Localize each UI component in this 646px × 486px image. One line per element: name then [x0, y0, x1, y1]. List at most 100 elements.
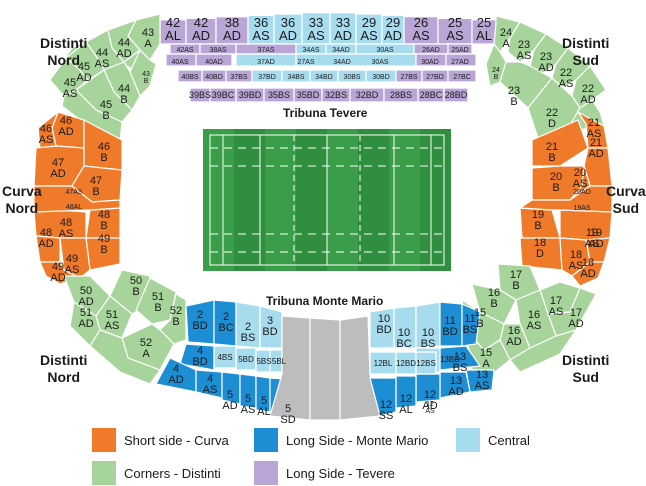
section-label-part: 42 [194, 15, 208, 30]
section-label-part: AD [222, 400, 237, 412]
section-label-part: AS [105, 320, 120, 332]
area-title-curva-sud: Curva Sud [606, 183, 646, 217]
legend-swatch [254, 428, 278, 452]
section-label-part: 37BD [258, 74, 276, 81]
section-label-part: B [552, 182, 559, 194]
section-label-part: AD [568, 318, 583, 330]
section-label-part: 22 [560, 67, 572, 79]
press-area-center [309, 317, 341, 421]
section-label-part: 29 [362, 15, 376, 30]
section-label-part: AS [59, 228, 74, 240]
section-label-part: AD [116, 48, 131, 60]
section-label-part: B [494, 74, 499, 81]
section-label-part: 49 [66, 253, 78, 265]
section-label-part: B [120, 94, 127, 106]
section-label-part: AD [384, 28, 402, 43]
section-label-part: 12BD [396, 359, 416, 368]
section-label-part: 15 [480, 347, 492, 359]
section-18ad[interactable] [571, 261, 605, 287]
section-12ss[interactable] [369, 377, 397, 417]
section-label-part: 5 [261, 395, 267, 407]
section-label: 48AL [66, 204, 82, 211]
section-label-part: 45 [78, 61, 90, 73]
section-label-part: BS [463, 324, 478, 336]
section-label-part: 10 [422, 327, 434, 339]
section-label-part: 21 [546, 141, 558, 153]
section-label-part: 43 [142, 27, 154, 39]
section-label-part: AS [587, 128, 602, 140]
section-46as[interactable] [37, 110, 60, 149]
section-20ad-19as[interactable] [518, 185, 613, 213]
legend-item-distinti[interactable]: Corners - Distinti [92, 461, 221, 485]
section-label-part: B [100, 220, 107, 232]
legend-label: Central [488, 432, 530, 448]
section-label-part: 28BD [445, 90, 468, 100]
section-47as-48al[interactable] [33, 185, 121, 213]
legend-item-curva[interactable]: Short side - Curva [92, 428, 229, 452]
area-title-line: Nord [47, 52, 81, 68]
section-label-part: 27AD [451, 59, 469, 66]
section-label-part: 19 [590, 227, 602, 239]
section-label-part: 12 [380, 399, 392, 411]
section-27bc[interactable] [447, 69, 477, 83]
section-label-part: AD [506, 336, 521, 348]
section-label: 5BL [272, 357, 287, 366]
legend-item-central[interactable]: Central [456, 428, 530, 452]
section-label: 40AS [171, 59, 188, 66]
section-label-part: 39BD [239, 90, 262, 100]
section-label-part: 17 [510, 269, 522, 281]
section-label-part: 19 [586, 227, 598, 239]
section-49as[interactable] [59, 237, 91, 279]
section-label-part: 13BD [440, 355, 460, 364]
section-label-part: BD [442, 326, 457, 338]
legend-item-monte-mario[interactable]: Long Side - Monte Mario [254, 428, 428, 452]
section-4bd[interactable] [179, 343, 215, 371]
section-label-part: AD [78, 296, 93, 308]
section-label-part: 52 [170, 305, 182, 317]
legend-item-tevere[interactable]: Long Side - Tevere [254, 461, 395, 485]
section-row3-1[interactable] [195, 53, 233, 67]
section-row3-5[interactable] [445, 53, 477, 67]
section-label-part: 42AS [176, 47, 193, 54]
section-21b[interactable] [531, 119, 589, 167]
section-16b[interactable] [471, 283, 517, 325]
section-label-part: 11 [444, 315, 455, 327]
section-label-part: 13 [450, 375, 462, 387]
section-12bs[interactable] [415, 351, 437, 375]
section-label-part: 5 [245, 393, 251, 405]
section-label-part: 48 [60, 217, 72, 229]
section-51b[interactable] [135, 277, 177, 325]
section-label-part: AD [38, 238, 53, 250]
section-label-part: 4 [173, 363, 179, 375]
section-label-part: 45 [64, 77, 76, 89]
section-label-part: 25 [477, 15, 491, 30]
section-label-part: AL [165, 28, 181, 43]
section-label-part: 2 [223, 311, 229, 323]
section-label-part: 48 [40, 227, 52, 239]
section-label-part: 34BS [287, 74, 304, 81]
section-11bs[interactable] [461, 303, 481, 347]
section-label-part: AS [569, 260, 584, 272]
section-28bd[interactable] [443, 87, 469, 103]
section-label-part: 12BL [374, 359, 393, 368]
section-label-part: 25AD [451, 47, 469, 54]
section-label-part: 5 [227, 389, 233, 401]
section-label: 27AS [297, 59, 314, 66]
